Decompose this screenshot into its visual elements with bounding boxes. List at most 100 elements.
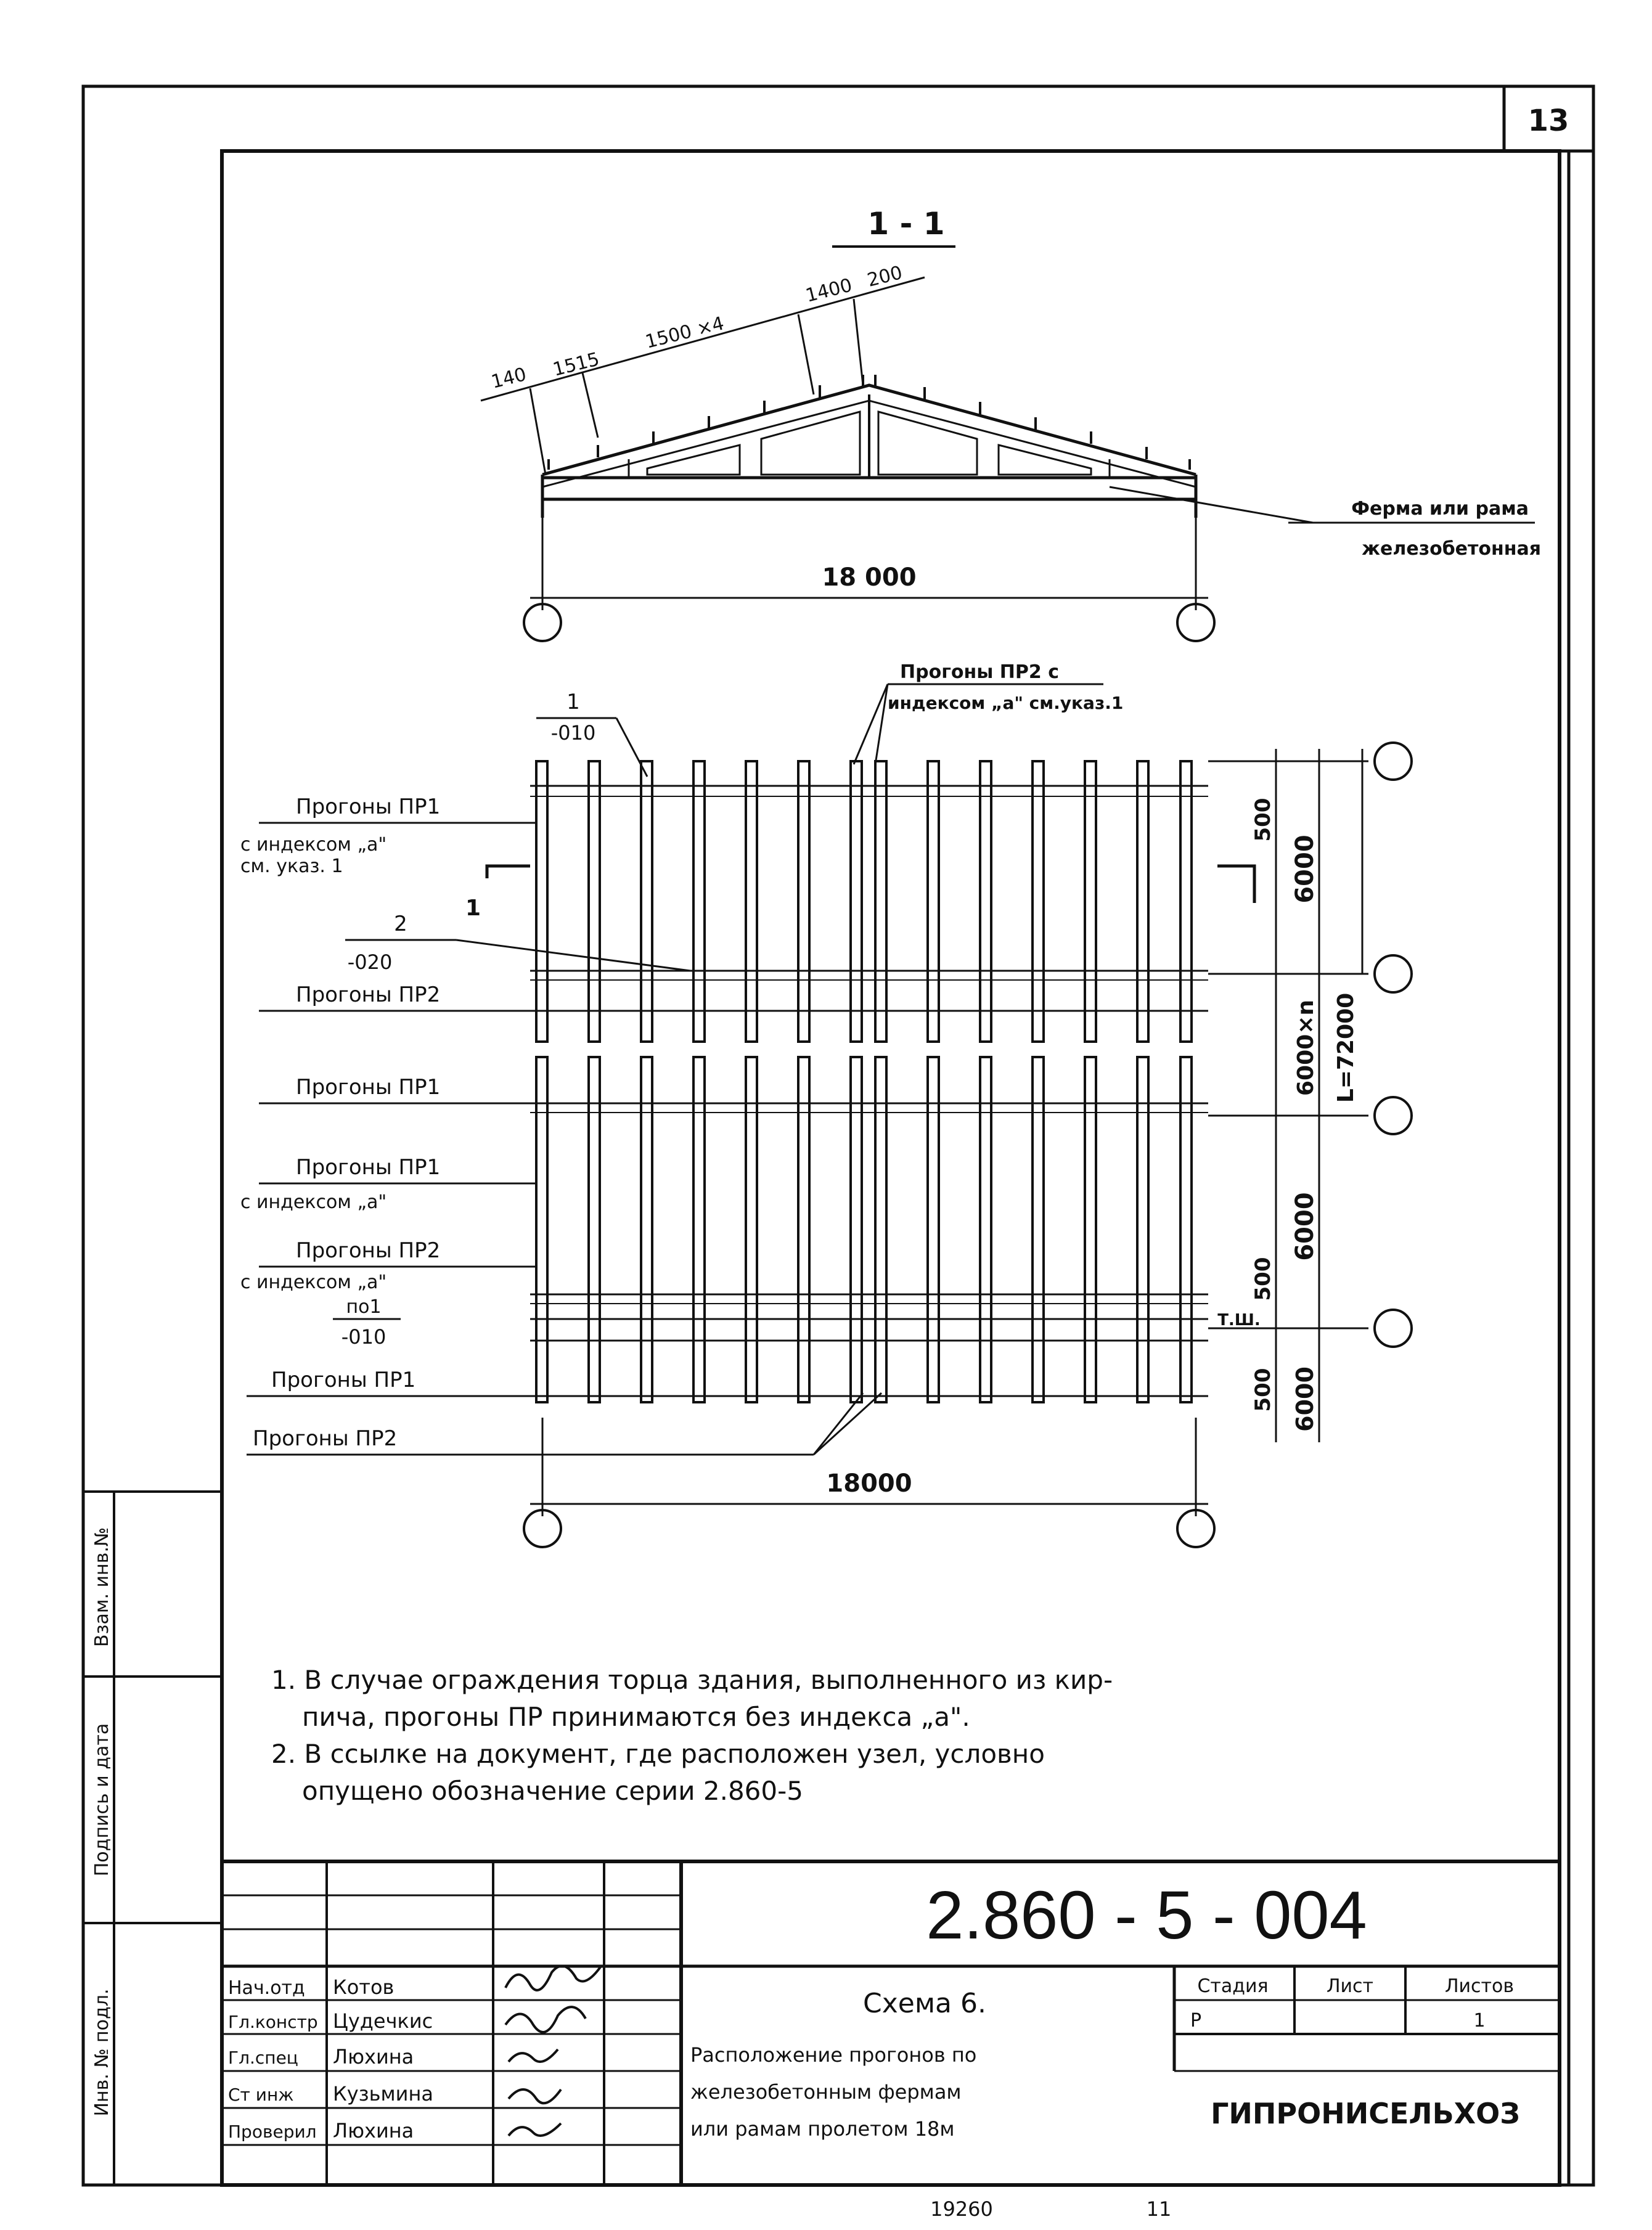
binding-strip: Взам. инв.№ Подпись и дата Инв. № подл. — [83, 1490, 222, 2185]
truss-column-group — [535, 760, 1193, 1043]
ref-3-num: по1 — [346, 1296, 381, 1318]
purlin-marks — [547, 375, 1191, 470]
plan-span: 18000 — [826, 1469, 912, 1498]
purlin-lines — [530, 785, 1208, 1397]
axis-bubble — [1373, 741, 1413, 781]
sheets-value: 1 — [1473, 2010, 1485, 2032]
dim-1400: 1400 — [803, 274, 854, 306]
stage-header: Стадия — [1197, 1975, 1268, 1997]
signature — [507, 2122, 562, 2137]
schema-line3: или рамам пролетом 18м — [690, 2117, 955, 2141]
stage-value: Р — [1190, 2010, 1201, 2032]
name-2: Цудечкис — [333, 2009, 433, 2033]
ref-3-code: -010 — [341, 1325, 386, 1349]
section-1-1: 1 - 1 140 1515 1500 ×4 1400 200 — [480, 206, 1541, 642]
label-4-line2: с индексом „а" — [240, 1191, 386, 1213]
role-1: Нач.отд — [228, 1977, 305, 1999]
dim-6000-bottom: 6000 — [1291, 1366, 1319, 1432]
truss-column-group — [535, 1056, 1193, 1403]
dim-200: 200 — [865, 262, 904, 292]
cut-mark-label: 1 — [465, 896, 481, 921]
truss-note-line2: железобетонная — [1362, 538, 1541, 560]
signature — [507, 2088, 562, 2105]
section-label: 1 - 1 — [867, 206, 944, 242]
role-2: Гл.констр — [228, 2012, 318, 2032]
callout-top-line2: индексом „а" см.указ.1 — [888, 693, 1123, 713]
ref-1-code: -010 — [551, 721, 596, 745]
label-7: Прогоны ПР2 — [253, 1426, 397, 1451]
axis-bubble — [1373, 1096, 1413, 1135]
label-1-line3: см. указ. 1 — [240, 856, 343, 877]
dim-tsh: Т.Ш. — [1217, 1311, 1261, 1329]
inner-frame — [220, 149, 1561, 2187]
dim-1500x4: 1500 ×4 — [643, 312, 726, 353]
label-inv-podl: Инв. № подл. — [91, 1989, 113, 2117]
section-span: 18 000 — [822, 563, 916, 592]
cut-mark-left — [485, 864, 530, 878]
axis-bubble — [1373, 1309, 1413, 1348]
role-4: Ст инж — [228, 2085, 294, 2105]
purlin-plan: Прогоны ПР2 с индексом „а" см.указ.1 1 -… — [240, 661, 1413, 1548]
signature — [507, 2048, 559, 2063]
signature — [504, 1964, 602, 1991]
label-5-line2: с индексом „а" — [240, 1272, 386, 1293]
dim-6000xn: 6000×n — [1293, 1000, 1319, 1096]
callout-top-line1: Прогоны ПР2 с — [900, 661, 1059, 683]
schema-line1: Расположение прогонов по — [690, 2043, 976, 2067]
dim-6000-mid: 6000 — [1291, 1192, 1319, 1260]
bottom-code: 19260 — [930, 2197, 993, 2221]
label-4-line1: Прогоны ПР1 — [296, 1155, 440, 1180]
label-3: Прогоны ПР1 — [296, 1075, 440, 1100]
axis-bubble — [1176, 1509, 1216, 1548]
slope-dim-line — [480, 276, 925, 402]
schema-line2: железобетонным фермам — [690, 2080, 962, 2104]
title-block: 2.860 - 5 - 004 Нач.отд Гл.констр Гл.спе… — [222, 1860, 1560, 2221]
name-5: Люхина — [333, 2119, 414, 2142]
note-1-line1: 1. В случае ограждения торца здания, вып… — [271, 1665, 1113, 1695]
sheet-number: 13 — [1528, 104, 1569, 138]
label-2: Прогоны ПР2 — [296, 982, 440, 1007]
label-6: Прогоны ПР1 — [271, 1368, 415, 1392]
axis-bubble — [1176, 603, 1216, 642]
sheets-header: Листов — [1445, 1975, 1514, 1997]
dim-1515: 1515 — [550, 348, 602, 380]
ref-2-num: 2 — [394, 912, 407, 936]
cut-mark-right — [1217, 864, 1256, 903]
axis-bubble — [1373, 954, 1413, 994]
note-1-line2: пича, прогоны ПР принимаются без индекса… — [302, 1702, 970, 1732]
organization: ГИПРОНИСЕЛЬХОЗ — [1211, 2097, 1520, 2130]
name-4: Кузьмина — [333, 2082, 433, 2105]
dim-l-72000: L=72000 — [1333, 993, 1359, 1103]
label-5-line1: Прогоны ПР2 — [296, 1238, 440, 1263]
schema-title: Схема 6. — [863, 1988, 986, 2019]
note-2-line2: опущено обозначение серии 2.860-5 — [302, 1776, 803, 1806]
signature — [504, 2006, 587, 2033]
name-3: Люхина — [333, 2045, 414, 2069]
truss-note-line1: Ферма или рама — [1351, 498, 1529, 520]
dim-500-top: 500 — [1251, 798, 1275, 842]
role-3: Гл.спец — [228, 2048, 298, 2068]
label-vzam-inv: Взам. инв.№ — [91, 1527, 113, 1647]
dim-6000-top: 6000 — [1291, 835, 1319, 903]
outer-frame — [81, 84, 1595, 2187]
label-1-line2: с индексом „а" — [240, 834, 386, 856]
sheet-number-box — [1502, 84, 1595, 153]
notes: 1. В случае ограждения торца здания, вып… — [271, 1665, 1113, 1806]
role-5: Проверил — [228, 2122, 317, 2142]
dim-500-bottom: 500 — [1251, 1368, 1275, 1412]
bottom-number: 11 — [1147, 2197, 1172, 2221]
axis-bubble — [523, 1509, 562, 1548]
axis-bubble — [523, 603, 562, 642]
ref-2-code: -020 — [348, 950, 393, 974]
label-podpis-data: Подпись и дата — [91, 1723, 113, 1877]
name-1: Котов — [333, 1975, 394, 1999]
truss-outline — [541, 383, 1198, 518]
label-1-line1: Прогоны ПР1 — [296, 794, 440, 819]
sheet-header: Лист — [1327, 1975, 1373, 1997]
doc-code: 2.860 - 5 - 004 — [926, 1877, 1367, 1953]
dim-500-mid: 500 — [1251, 1257, 1275, 1301]
ref-1-num: 1 — [566, 690, 580, 714]
note-2-line1: 2. В ссылке на документ, где расположен … — [271, 1739, 1045, 1769]
